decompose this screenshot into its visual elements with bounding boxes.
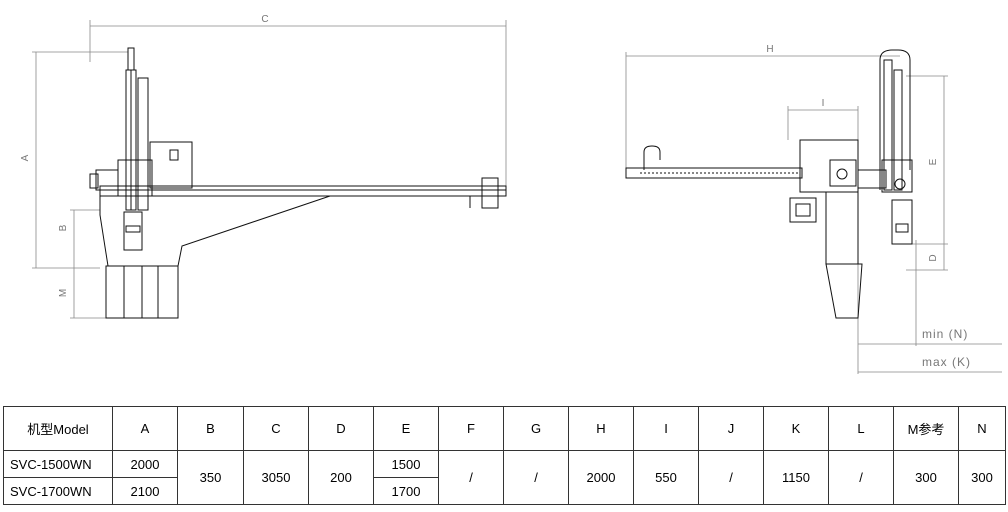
cell-e: 1700	[373, 477, 439, 505]
header-m: M参考	[893, 406, 959, 451]
dim-label-a: A	[20, 154, 31, 161]
header-c: C	[243, 406, 309, 451]
cell-e: 1500	[373, 450, 439, 478]
header-h: H	[568, 406, 634, 451]
cell-b: 350	[177, 450, 244, 505]
cell-m: 300	[893, 450, 959, 505]
dim-label-c: C	[261, 14, 268, 25]
spec-table: 机型Model A B C D E F G H I J K L M参考 N SV…	[3, 406, 1006, 505]
header-b: B	[177, 406, 244, 451]
table-row: SVC-1500WN 2000 350 3050 200 1500 / / 20…	[3, 450, 1006, 505]
dim-label-d: D	[928, 254, 939, 261]
left-side-view	[32, 20, 507, 319]
cell-l: /	[828, 450, 894, 505]
dim-label-min: min (N)	[922, 327, 968, 341]
header-j: J	[698, 406, 764, 451]
header-g: G	[503, 406, 569, 451]
cell-k: 1150	[763, 450, 829, 505]
header-e: E	[373, 406, 439, 451]
cell-g: /	[503, 450, 569, 505]
cell-n: 300	[958, 450, 1006, 505]
header-l: L	[828, 406, 894, 451]
cell-model: SVC-1700WN	[3, 477, 113, 505]
technical-drawing: C A B M	[20, 14, 1002, 374]
cell-model: SVC-1500WN	[3, 450, 113, 478]
dim-label-h: H	[766, 44, 773, 55]
dim-label-max: max (K)	[922, 355, 971, 369]
cell-j: /	[698, 450, 764, 505]
cell-f: /	[438, 450, 504, 505]
front-view	[625, 49, 1002, 374]
cell-a: 2100	[112, 477, 178, 505]
cell-h: 2000	[568, 450, 634, 505]
dim-label-i: I	[822, 98, 825, 109]
header-d: D	[308, 406, 374, 451]
table-header-row: 机型Model A B C D E F G H I J K L M参考 N	[3, 406, 1006, 451]
cell-i: 550	[633, 450, 699, 505]
header-f: F	[438, 406, 504, 451]
dim-label-m: M	[58, 289, 69, 297]
dim-label-e: E	[928, 158, 939, 165]
dim-label-b: B	[58, 224, 69, 231]
header-i: I	[633, 406, 699, 451]
header-model: 机型Model	[3, 406, 113, 451]
cell-d: 200	[308, 450, 374, 505]
cell-c: 3050	[243, 450, 309, 505]
cell-a: 2000	[112, 450, 178, 478]
table-row: SVC-1700WN 2100 1700	[3, 477, 1006, 505]
header-a: A	[112, 406, 178, 451]
header-n: N	[958, 406, 1006, 451]
header-k: K	[763, 406, 829, 451]
